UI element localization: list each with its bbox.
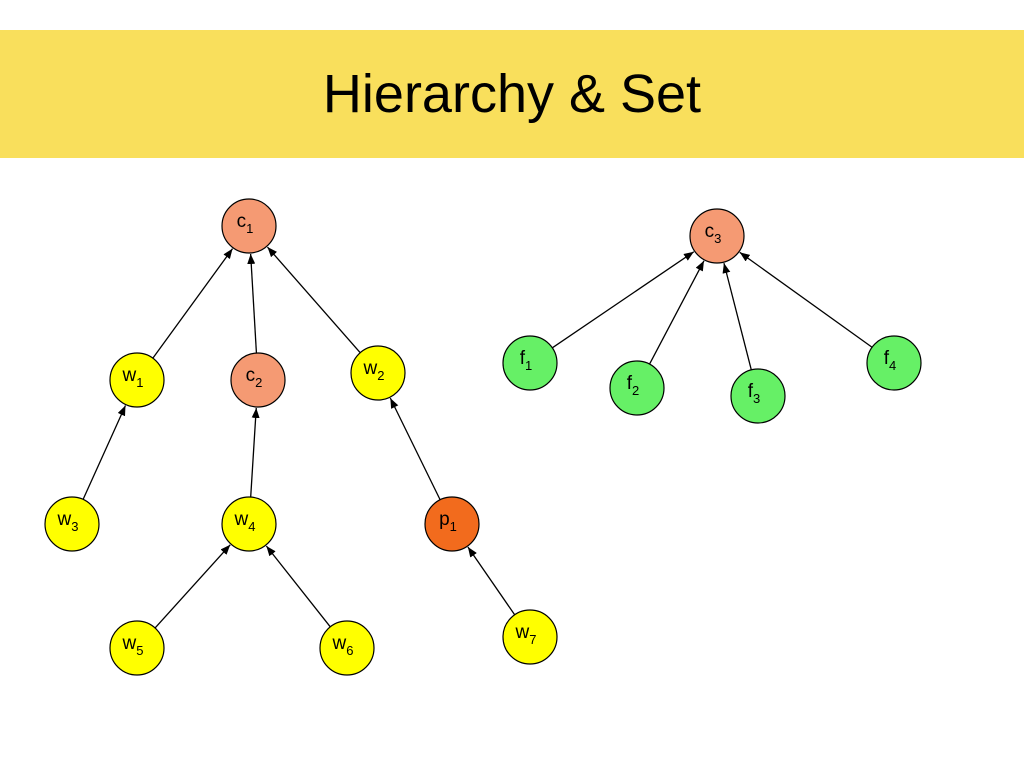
node-label-base-c1: c (237, 211, 247, 232)
node-label-subscript-p1: 1 (450, 519, 457, 534)
node-label-base-f3: f (748, 381, 754, 402)
node-label-subscript-c2: 2 (255, 375, 262, 390)
node-label-base-w7: w (515, 622, 530, 643)
node-circle-w3 (44, 496, 100, 552)
node-label-subscript-c3: 3 (714, 231, 721, 246)
node-w6: w6 (319, 620, 375, 676)
node-circle-c1 (221, 198, 277, 254)
node-circle-f1 (502, 335, 558, 391)
node-label-subscript-c1: 1 (246, 221, 253, 236)
node-label-f4: f4 (884, 348, 897, 373)
title-banner: Hierarchy & Set (0, 30, 1024, 158)
node-circle-f2 (609, 360, 665, 416)
node-label-f2: f2 (627, 373, 640, 398)
node-label-subscript-f1: 1 (525, 358, 532, 373)
node-circle-w4 (221, 496, 277, 552)
node-label-base-w3: w (57, 509, 72, 530)
node-f3: f3 (730, 368, 786, 424)
edge-w7-to-p1 (467, 546, 516, 616)
node-label-base-f4: f (884, 348, 890, 369)
node-label-base-f1: f (520, 348, 526, 369)
edge-f3-to-c3 (722, 262, 752, 371)
node-w4: w4 (221, 496, 277, 552)
node-label-subscript-w4: 4 (248, 519, 255, 534)
node-circle-w2 (350, 345, 406, 401)
node-label-base-c3: c (705, 221, 715, 242)
node-w1: w1 (109, 352, 165, 408)
node-p1: p1 (424, 496, 480, 552)
node-label-p1: p1 (439, 509, 457, 534)
node-label-c2: c2 (246, 365, 263, 390)
node-label-subscript-w7: 7 (529, 632, 536, 647)
node-label-w1: w1 (122, 365, 144, 390)
edge-f4-to-c3 (739, 251, 873, 348)
node-c2: c2 (230, 352, 286, 408)
node-label-subscript-w3: 3 (71, 519, 78, 534)
node-label-subscript-w5: 5 (136, 643, 143, 658)
node-label-w2: w2 (363, 358, 385, 383)
node-label-base-w2: w (363, 358, 378, 379)
edge-w1-to-c1 (152, 248, 234, 359)
node-f2: f2 (609, 360, 665, 416)
node-label-subscript-w1: 1 (136, 375, 143, 390)
edge-f1-to-c3 (551, 251, 695, 349)
node-label-w5: w5 (122, 633, 144, 658)
node-w3: w3 (44, 496, 100, 552)
node-circle-w6 (319, 620, 375, 676)
node-label-subscript-f4: 4 (889, 358, 896, 373)
edge-w2-to-c1 (266, 246, 361, 354)
node-circle-w1 (109, 352, 165, 408)
node-circle-c2 (230, 352, 286, 408)
node-label-f3: f3 (748, 381, 761, 406)
node-label-w4: w4 (234, 509, 256, 534)
node-circle-p1 (424, 496, 480, 552)
node-label-base-f2: f (627, 373, 633, 394)
edge-p1-to-w2 (389, 397, 441, 501)
node-label-w3: w3 (57, 509, 79, 534)
node-label-subscript-f3: 3 (753, 391, 760, 406)
node-label-subscript-w6: 6 (346, 643, 353, 658)
node-label-subscript-f2: 2 (632, 383, 639, 398)
node-circle-f4 (866, 335, 922, 391)
node-label-c3: c3 (705, 221, 722, 246)
node-circle-w7 (502, 609, 558, 665)
edge-f2-to-c3 (648, 260, 705, 365)
node-circle-f3 (730, 368, 786, 424)
node-label-base-w6: w (332, 633, 347, 654)
node-f4: f4 (866, 335, 922, 391)
edges-layer (82, 246, 873, 629)
node-c3: c3 (689, 208, 745, 264)
node-label-subscript-w2: 2 (377, 368, 384, 383)
node-circle-c3 (689, 208, 745, 264)
edge-w4-to-c2 (250, 407, 260, 498)
slide-title: Hierarchy & Set (322, 64, 702, 124)
node-f1: f1 (502, 335, 558, 391)
node-w7: w7 (502, 609, 558, 665)
node-label-f1: f1 (520, 348, 533, 373)
edge-w5-to-w4 (154, 544, 231, 629)
edge-w6-to-w4 (265, 545, 331, 628)
edge-c2-to-c1 (247, 253, 258, 354)
node-label-base-w5: w (122, 633, 137, 654)
node-label-w7: w7 (515, 622, 537, 647)
node-label-base-w1: w (122, 365, 137, 386)
edge-w3-to-w1 (82, 405, 127, 500)
node-label-base-w4: w (234, 509, 249, 530)
node-w5: w5 (109, 620, 165, 676)
node-label-w6: w6 (332, 633, 354, 658)
node-label-c1: c1 (237, 211, 254, 236)
node-c1: c1 (221, 198, 277, 254)
node-circle-w5 (109, 620, 165, 676)
node-label-base-p1: p (439, 509, 450, 530)
node-label-base-c2: c (246, 365, 256, 386)
node-w2: w2 (350, 345, 406, 401)
